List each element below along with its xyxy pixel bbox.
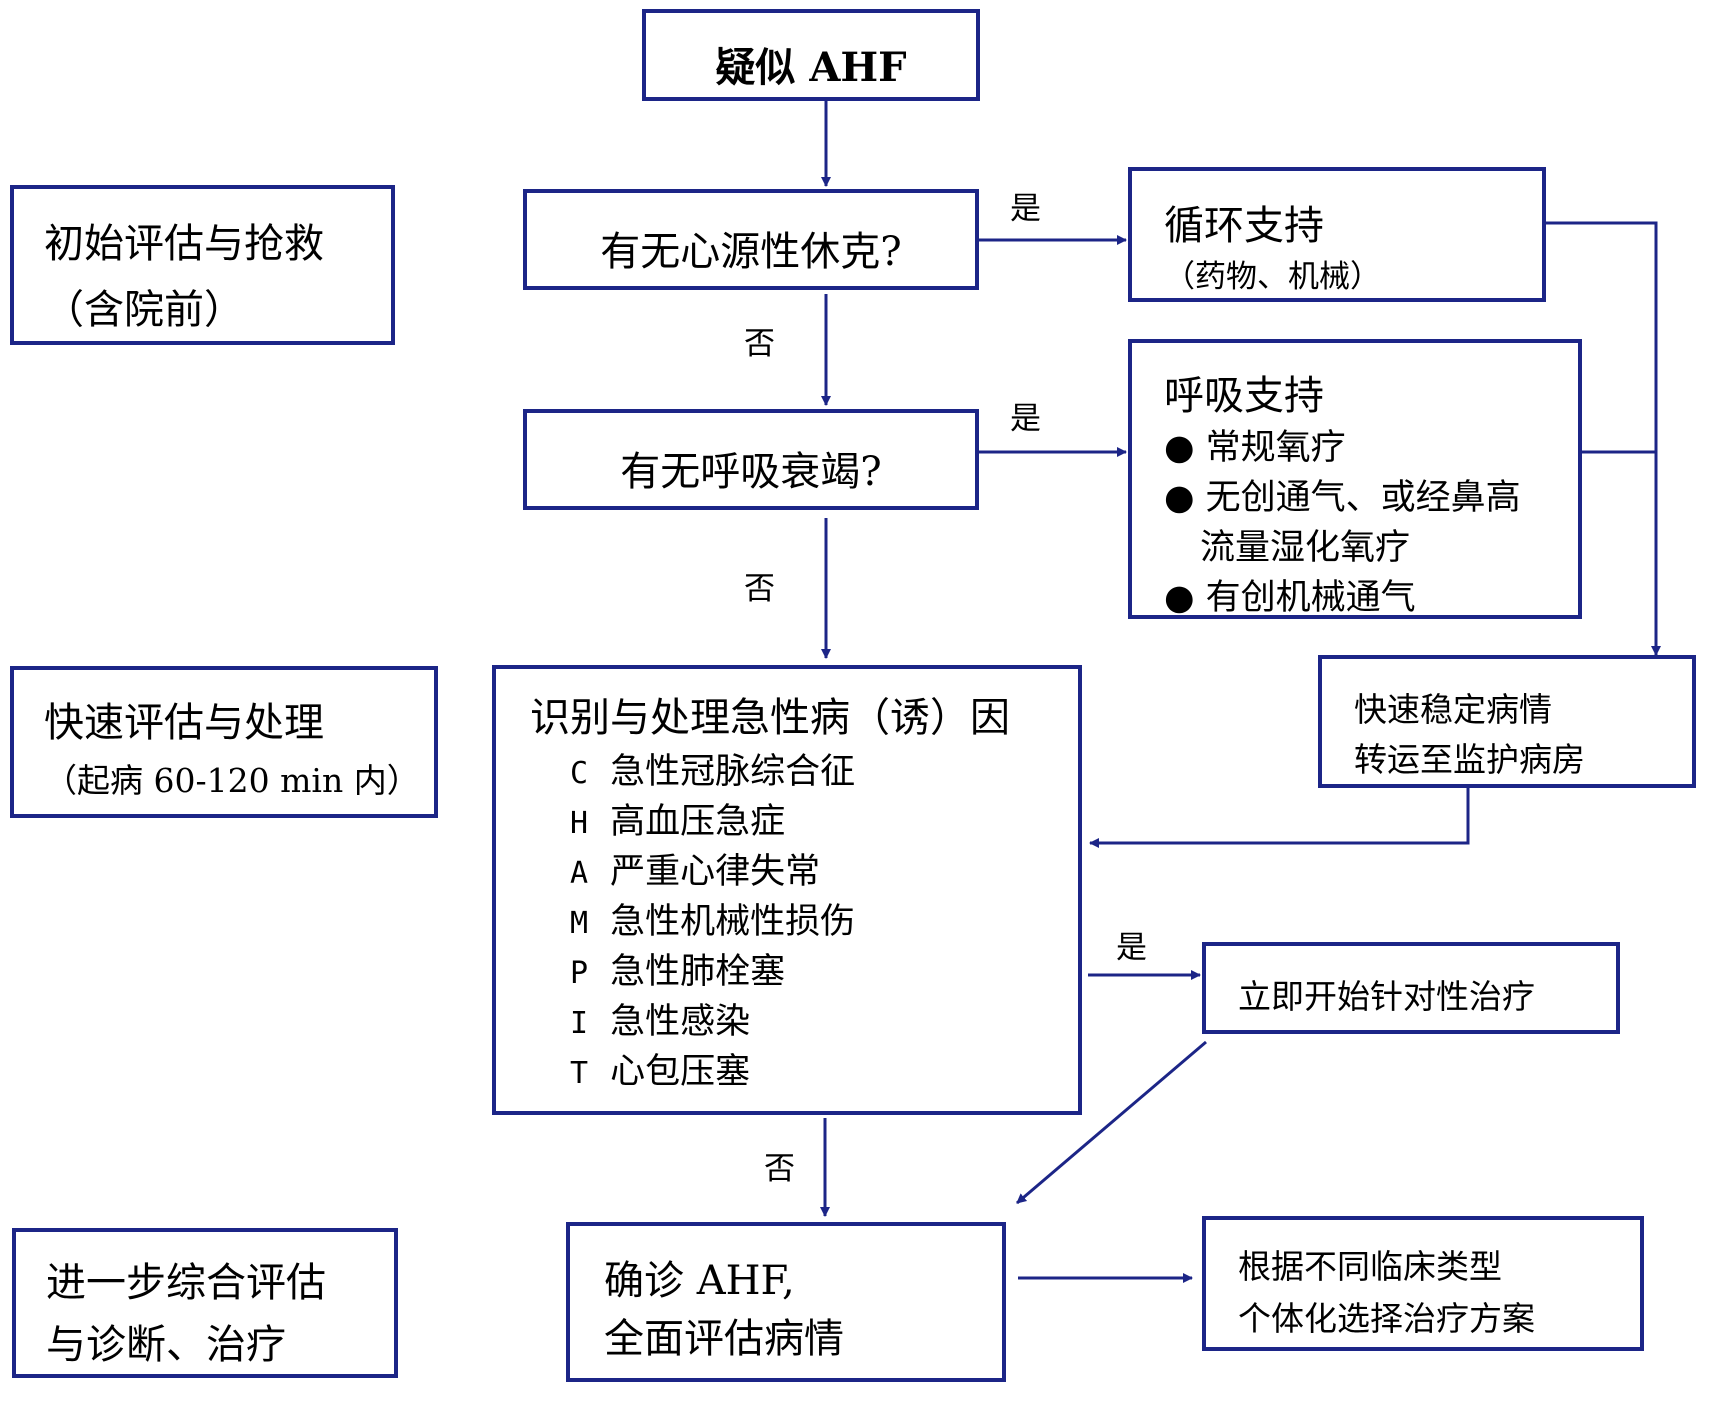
node-resp-text: 有无呼吸衰竭? [620, 449, 882, 495]
node-immediate-treatment: 立即开始针对性治疗 [1202, 942, 1620, 1034]
label-shock-yes: 是 [1010, 191, 1041, 227]
node-individualized: 根据不同临床类型 个体化选择治疗方案 [1202, 1216, 1644, 1351]
label-shock-no: 否 [744, 326, 775, 362]
node-individual-line1: 根据不同临床类型 [1238, 1247, 1502, 1286]
label-identify-no: 否 [764, 1151, 795, 1187]
phase-initial-line1: 初始评估与抢救 [44, 221, 324, 267]
label-identify-yes: 是 [1116, 930, 1147, 966]
node-suspect-text: 疑似 AHF [715, 44, 907, 91]
node-stabilize: 快速稳定病情 转运至监护病房 [1318, 655, 1696, 788]
node-circulation-sub: （药物、机械） [1164, 259, 1381, 295]
node-confirm-line2: 全面评估病情 [604, 1316, 844, 1362]
phase-initial-box: 初始评估与抢救 （含院前） [10, 185, 395, 345]
phase-rapid-line1: 快速评估与处理 [44, 700, 324, 746]
node-respiratory-item: ● 无创通气、或经鼻高 [1164, 478, 1521, 518]
node-immediate-text: 立即开始针对性治疗 [1238, 977, 1535, 1016]
node-suspect-ahf: 疑似 AHF [642, 9, 980, 101]
node-identify-title: 识别与处理急性病（诱）因 [530, 695, 1010, 741]
phase-further-line2: 与诊断、治疗 [46, 1322, 286, 1368]
node-shock-question: 有无心源性休克? [523, 189, 979, 290]
phase-further-box: 进一步综合评估 与诊断、治疗 [12, 1228, 398, 1378]
node-respiratory-item: 流量湿化氧疗 [1200, 528, 1411, 568]
phase-rapid-box: 快速评估与处理 （起病 60-120 min 内） [10, 666, 438, 818]
node-respiratory-title: 呼吸支持 [1164, 373, 1324, 419]
phase-initial-line2: （含院前） [44, 287, 244, 333]
node-stabilize-line2: 转运至监护病房 [1354, 740, 1585, 779]
node-respiratory-item: ● 常规氧疗 [1164, 428, 1346, 468]
line-circulation-rail [1546, 221, 1661, 656]
node-stabilize-line1: 快速稳定病情 [1354, 690, 1552, 729]
node-confirm-ahf: 确诊 AHF, 全面评估病情 [566, 1222, 1006, 1382]
node-respiratory-support: 呼吸支持 ● 常规氧疗 ● 无创通气、或经鼻高 流量湿化氧疗 ● 有创机械通气 [1128, 339, 1582, 619]
node-circulation-title: 循环支持 [1164, 203, 1324, 249]
node-circulation: 循环支持 （药物、机械） [1128, 167, 1546, 302]
arrow-immediate-to-confirm [1016, 1040, 1207, 1205]
arrow-stabilize-to-identify [1089, 788, 1470, 848]
label-resp-no: 否 [744, 571, 775, 607]
node-confirm-line1: 确诊 AHF, [604, 1258, 795, 1304]
label-resp-yes: 是 [1010, 401, 1041, 437]
node-respiratory-item: ● 有创机械通气 [1164, 578, 1416, 618]
node-shock-text: 有无心源性休克? [600, 229, 902, 275]
phase-further-line1: 进一步综合评估 [46, 1260, 326, 1306]
node-resp-question: 有无呼吸衰竭? [523, 409, 979, 510]
node-individual-line2: 个体化选择治疗方案 [1238, 1299, 1535, 1338]
phase-rapid-line2: （起病 60-120 min 内） [44, 761, 420, 800]
